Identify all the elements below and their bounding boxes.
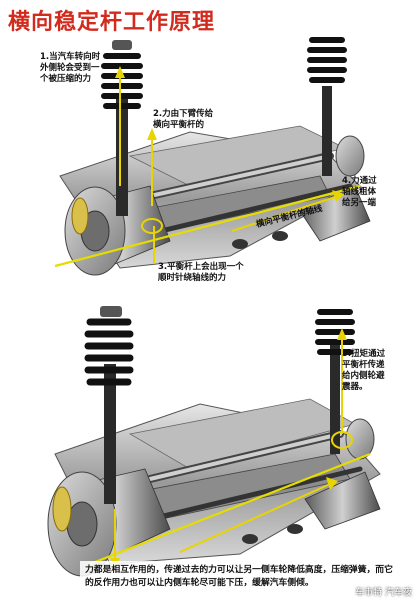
callout-1: 1.当汽车转向时 外侧轮会受到一 个被压缩的力 xyxy=(40,52,101,84)
callout-3: 3.平衡杆上会出现一个 顺时针绕轴线的力 xyxy=(158,262,244,283)
caption: 力都是相互作用的，传递过去的力可以让另一侧车轮降低高度，压缩弹簧，而它的反作用力… xyxy=(80,561,400,593)
callout-2: 2.力由下臂传给 横向平衡杆的 xyxy=(153,109,214,130)
suspension-illustration-bottom xyxy=(47,306,381,577)
watermark: 车市特 汽车夜 xyxy=(355,588,412,598)
page-title: 横向稳定杆工作原理 xyxy=(8,10,216,35)
suspension-figure-top xyxy=(0,36,420,298)
suspension-figure-bottom xyxy=(0,304,420,610)
callout-5: 5.扭矩通过 平衡杆传递 给内侧轮避 震器。 xyxy=(342,349,386,392)
suspension-illustration-top xyxy=(54,37,371,276)
callout-4: 4.力通过 轴线粗体 给另一端 xyxy=(342,176,377,208)
